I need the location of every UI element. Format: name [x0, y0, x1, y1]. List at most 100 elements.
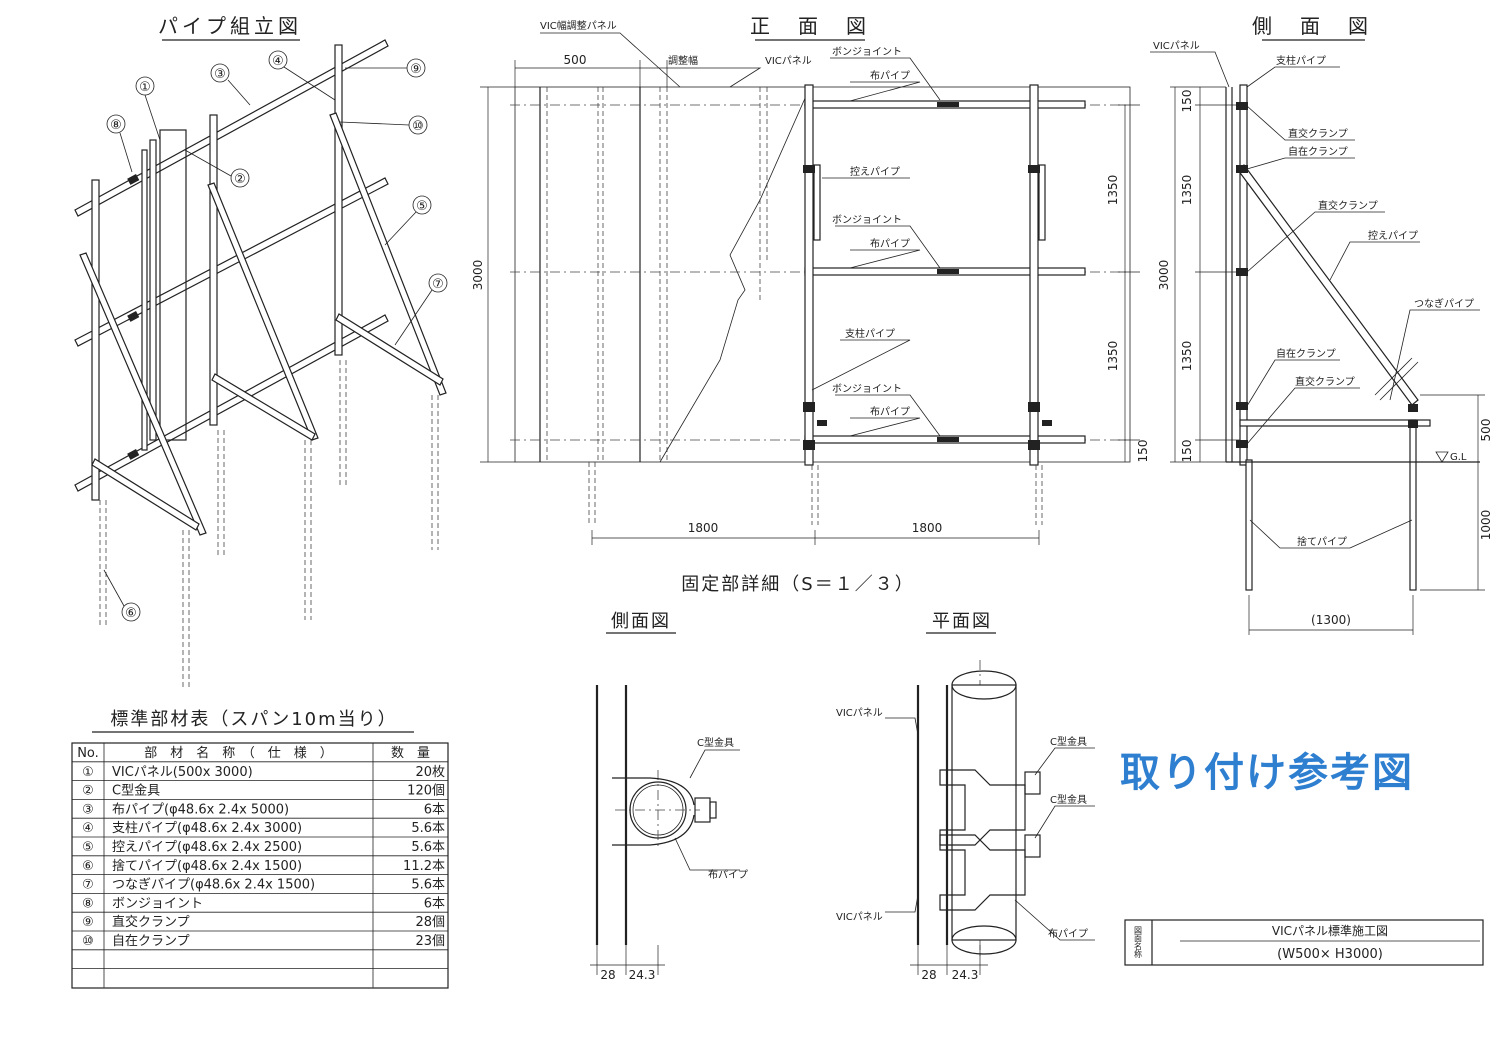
table-cell-qty: 6本 [424, 896, 445, 911]
dim-side-total: 3000 [1157, 260, 1171, 291]
label-adjust-width: 調整幅 [668, 54, 698, 67]
label-gl: G.L [1450, 452, 1467, 463]
table-cell-qty: 28個 [415, 915, 445, 930]
dim-side-upper: 1350 [1180, 175, 1194, 206]
label-side-nuno-pipe: 布パイプ [708, 869, 748, 881]
callout-9: ⑨ [410, 62, 422, 77]
table-header-name: 部 材 名 称 （ 仕 様 ） [144, 745, 333, 761]
callout-3: ③ [214, 67, 226, 82]
title-block-size: (W500× H3000) [1277, 947, 1383, 962]
label-side-tsunagi-pipe: つなぎパイプ [1414, 297, 1474, 310]
table-cell-no: ⑤ [82, 840, 94, 855]
label-vic-width-panel: VIC幅調整パネル [540, 19, 617, 32]
dim-plan-28: 28 [921, 968, 936, 982]
label-side-jizai-1: 自在クランプ [1288, 145, 1348, 158]
title-block-label: 図面名称 [1134, 926, 1143, 959]
table-cell-name: 捨てパイプ(φ48.6x 2.4x 1500) [112, 858, 302, 874]
dim-side-top: 150 [1180, 90, 1194, 113]
dim-front-top: 1350 [1106, 175, 1120, 206]
table-cell-qty: 5.6本 [411, 821, 445, 836]
dim-side-lower: 1350 [1180, 341, 1194, 372]
callout-6: ⑥ [125, 606, 137, 621]
label-pon-joint-3: ボンジョイント [832, 383, 902, 395]
label-side-chokko-2: 直交クランプ [1318, 199, 1378, 212]
dim-span-right: 1800 [912, 521, 943, 535]
label-side-chokko-1: 直交クランプ [1288, 127, 1348, 140]
label-plan-c-bracket-1: C型金具 [1050, 735, 1087, 748]
table-cell-no: ① [82, 765, 94, 780]
label-side-c-bracket: C型金具 [697, 736, 734, 749]
fixing-detail-title: 固定部詳細（S＝１／３） [681, 574, 914, 595]
parts-table-title: 標準部材表（スパン10m当り） [110, 709, 397, 730]
dim-side-1000: 1000 [1479, 510, 1493, 541]
fixing-side-drawing [590, 685, 740, 975]
table-cell-name: つなぎパイプ(φ48.6x 2.4x 1500) [112, 878, 315, 893]
callout-4: ④ [272, 54, 284, 69]
callout-5: ⑤ [416, 199, 428, 214]
label-side-chokko-3: 直交クランプ [1295, 375, 1355, 388]
label-side-sute-pipe: 捨てパイプ [1297, 535, 1347, 548]
label-plan-nuno-pipe: 布パイプ [1048, 928, 1088, 940]
label-plan-c-bracket-2: C型金具 [1050, 793, 1087, 806]
table-cell-qty: 20枚 [415, 765, 445, 780]
table-cell-qty: 5.6本 [411, 878, 445, 893]
label-side-hikae-pipe: 控えパイプ [1368, 229, 1418, 242]
label-pon-joint-2: ボンジョイント [832, 214, 902, 226]
label-nuno-pipe-1: 布パイプ [870, 70, 910, 82]
label-side-vic-panel: VICパネル [1153, 40, 1200, 52]
callout-1: ① [139, 80, 151, 95]
dim-span-left: 1800 [688, 521, 719, 535]
side-view-title: 側 面 図 [1252, 14, 1372, 38]
table-cell-name: C型金具 [112, 783, 160, 799]
dim-plan-24: 24.3 [952, 968, 979, 982]
table-cell-no: ⑨ [82, 915, 94, 930]
table-cell-name: 布パイプ(φ48.6x 2.4x 5000) [112, 802, 289, 817]
table-cell-no: ④ [82, 821, 94, 836]
label-plan-vic-panel-top: VICパネル [836, 707, 883, 719]
dim-side-bottom: 150 [1180, 440, 1194, 463]
parts-table: 標準部材表（スパン10m当り） No. 部 材 名 称 （ 仕 様 ） 数 量 ① VI… [71, 709, 449, 989]
fixing-detail: 固定部詳細（S＝１／３） 側面図 平面図 C型金具 布パイプ 28 24.3 [590, 574, 1095, 982]
label-shichu-pipe: 支柱パイプ [845, 327, 895, 340]
front-view-title: 正 面 図 [750, 14, 870, 38]
callout-8: ⑧ [110, 118, 122, 133]
table-cell-qty: 11.2本 [403, 859, 445, 874]
dim-side-24: 24.3 [629, 968, 656, 982]
table-cell-name: 控えパイプ(φ48.6x 2.4x 2500) [112, 840, 302, 855]
table-cell-name: 支柱パイプ(φ48.6x 2.4x 3000) [112, 821, 302, 836]
reference-note: 取り付け参考図 [1120, 750, 1414, 796]
table-cell-no: ⑩ [82, 934, 94, 949]
table-cell-no: ⑦ [82, 878, 94, 893]
table-cell-qty: 23個 [415, 934, 445, 949]
dim-side-500: 500 [1479, 419, 1493, 442]
front-view-drawing: 正 面 図 [471, 14, 1150, 545]
table-cell-qty: 120個 [407, 784, 445, 799]
callout-7: ⑦ [432, 277, 444, 292]
dim-side-28: 28 [600, 968, 615, 982]
pipe-assembly-drawing: パイプ組立図 [74, 14, 448, 690]
side-view-drawing: 側 面 図 G.L [1150, 14, 1493, 635]
table-cell-no: ⑧ [82, 896, 94, 911]
callout-2: ② [234, 172, 246, 187]
label-nuno-pipe-3: 布パイプ [870, 406, 910, 418]
label-side-shichu-pipe: 支柱パイプ [1276, 54, 1326, 67]
title-block-name: VICパネル標準施工図 [1272, 923, 1388, 938]
label-front-vic-panel: VICパネル [765, 55, 812, 67]
table-header-no: No. [77, 746, 99, 761]
title-block: 図面名称 VICパネル標準施工図 (W500× H3000) [1124, 919, 1484, 966]
table-cell-name: VICパネル(500x 3000) [112, 765, 253, 780]
dim-front-bottom: 150 [1136, 440, 1150, 463]
assembly-title: パイプ組立図 [158, 14, 302, 38]
table-header-qty: 数 量 [391, 746, 430, 761]
dim-side-1300: (1300) [1311, 613, 1351, 627]
dim-front-mid: 1350 [1106, 341, 1120, 372]
table-cell-name: 自在クランプ [112, 934, 190, 949]
dim-panel-width: 500 [564, 53, 587, 67]
table-cell-qty: 6本 [424, 802, 445, 817]
label-hikae-pipe: 控えパイプ [850, 165, 900, 178]
label-plan-vic-panel-bottom: VICパネル [836, 911, 883, 923]
dim-front-height: 3000 [471, 260, 485, 291]
callout-10: ⑩ [412, 119, 424, 134]
table-cell-no: ⑥ [82, 859, 94, 874]
